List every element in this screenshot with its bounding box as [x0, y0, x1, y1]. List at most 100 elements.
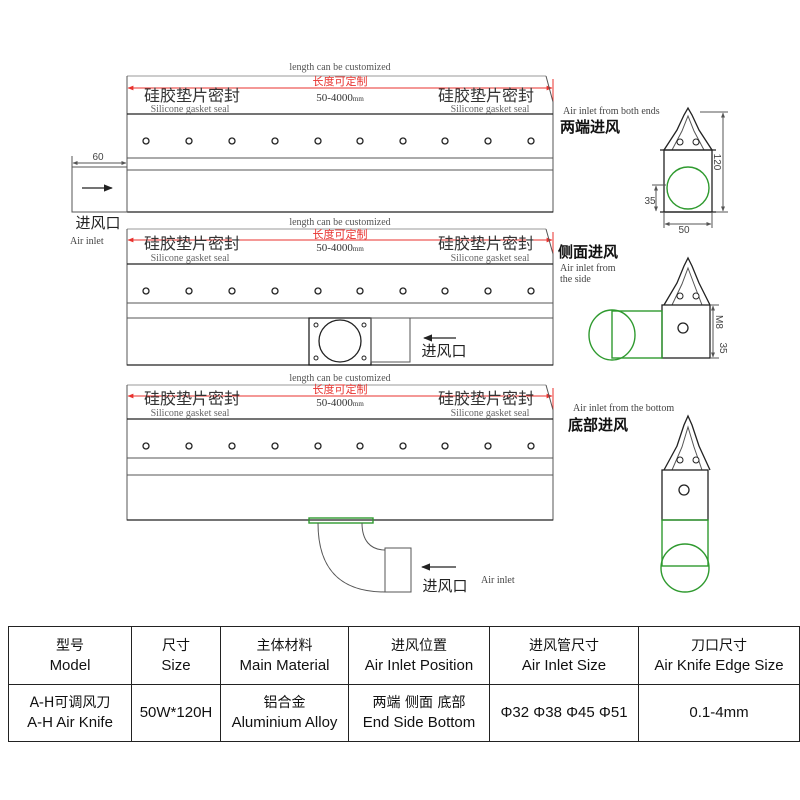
side-section-view: M8 35 [588, 256, 728, 361]
size-value: 50W*120H [139, 704, 213, 721]
length-range-unit: mm [353, 245, 364, 253]
length-note-en: length can be customized [289, 217, 390, 228]
bottom-section-view [660, 414, 711, 593]
mounting-hole [356, 287, 364, 295]
mounting-hole [314, 442, 322, 450]
flange-screw [313, 322, 319, 328]
header-edge-size-cn: 刀口尺寸 [691, 637, 747, 654]
height-dimension: 35 [717, 342, 728, 354]
knife-edge-profile [663, 106, 713, 151]
gasket-label-en-left: Silicone gasket seal [151, 408, 230, 419]
bottom-inlet-tube [661, 519, 709, 567]
inlet-label-cn: 进风口 [421, 342, 466, 360]
gasket-label-cn-left: 硅胶垫片密封 [144, 86, 240, 105]
mounting-hole [185, 287, 193, 295]
header-material-en: Main Material [239, 656, 330, 674]
length-range-value: 50-4000 [316, 92, 353, 104]
inlet-position-en: End Side Bottom [362, 714, 476, 731]
flange-screw [361, 355, 367, 361]
length-range: 50-4000mm [316, 92, 364, 104]
mounting-hole [527, 287, 535, 295]
mounting-hole [142, 137, 150, 145]
mounting-holes [142, 137, 535, 450]
mounting-hole [527, 442, 535, 450]
length-range-unit: mm [353, 400, 364, 408]
length-note-en: length can be customized [289, 62, 390, 73]
mounting-hole [271, 442, 279, 450]
view-title-cn: 底部进风 [568, 416, 628, 434]
mounting-hole [399, 287, 407, 295]
bottom-inlet-flange [308, 517, 374, 524]
mounting-hole [484, 137, 492, 145]
gasket-label-en-right: Silicone gasket seal [451, 408, 530, 419]
material-cn: 铝合金 [263, 695, 306, 711]
mounting-hole [314, 287, 322, 295]
inlet-size-value: Φ32 Φ38 Φ45 Φ51 [500, 704, 628, 721]
view-title-en: Air inlet from the bottom [573, 403, 674, 414]
mounting-hole [228, 137, 236, 145]
mounting-hole [441, 442, 449, 450]
length-range: 50-4000mm [316, 397, 364, 409]
adjust-bolt [692, 456, 700, 464]
knife-inner-profile [671, 425, 703, 471]
inlet-label-cn: 进风口 [422, 577, 467, 595]
cell-inlet-size: Φ32 Φ38 Φ45 Φ51 [489, 684, 639, 742]
header-inlet-size-en: Air Inlet Size [521, 656, 607, 674]
mounting-hole [356, 137, 364, 145]
mounting-hole [356, 442, 364, 450]
mounting-hole [228, 287, 236, 295]
flange-screw [361, 322, 367, 328]
view-title-en-line2: the side [560, 274, 591, 285]
knife-inner-profile [671, 114, 705, 151]
mounting-hole [142, 287, 150, 295]
length-note-cn: 长度可定制 [313, 227, 368, 241]
view-title-en: Air inlet from both ends [563, 106, 660, 117]
gasket-label-cn-left: 硅胶垫片密封 [144, 389, 240, 408]
end-section-view: 120 35 50 [644, 106, 728, 236]
inlet-opening-circle [318, 319, 362, 363]
gasket-label-cn-right: 硅胶垫片密封 [438, 234, 534, 253]
knife-edge-profile [663, 414, 711, 471]
view-bottom: length can be customized 长度可定制 50-4000mm… [126, 373, 711, 595]
tube-dimension: 35 [644, 196, 656, 207]
air-knife-technical-drawing: length can be customized 长度可定制 50-4000mm… [70, 62, 728, 595]
side-inlet-tube [370, 317, 411, 363]
side-inlet-flange [308, 317, 411, 366]
inlet-label-en: Air inlet [481, 575, 515, 586]
inlet-label-cn: 进风口 [75, 214, 120, 232]
mounting-hole [399, 442, 407, 450]
mounting-hole [228, 442, 236, 450]
mounting-hole [185, 137, 193, 145]
height-dimension: 120 [711, 154, 722, 171]
elbow-outer-wall [317, 522, 386, 593]
model-name-en: A-H Air Knife [27, 714, 113, 731]
adjust-bolt [676, 138, 684, 146]
view-title-cn: 两端进风 [560, 118, 620, 136]
mounting-hole [314, 137, 322, 145]
model-name-cn: A-H可调风刀 [29, 695, 111, 711]
mounting-hole [484, 442, 492, 450]
mounting-hole [185, 442, 193, 450]
mounting-hole [527, 137, 535, 145]
length-note-en: length can be customized [289, 373, 390, 384]
bottom-inlet-tube [384, 547, 412, 593]
mounting-hole [142, 442, 150, 450]
cell-model: A-H可调风刀 A-H Air Knife [8, 684, 132, 742]
cell-size: 50W*120H [131, 684, 221, 742]
length-range: 50-4000mm [316, 242, 364, 254]
section-body [663, 149, 713, 213]
header-model-en: Model [49, 656, 91, 674]
mounting-hole [399, 137, 407, 145]
knife-edge-profile [663, 256, 711, 306]
header-inlet-position-cn: 进风位置 [391, 637, 447, 654]
mounting-hole [484, 287, 492, 295]
length-range-value: 50-4000 [316, 242, 353, 254]
adjust-bolt [692, 292, 700, 300]
header-inlet-position-en: Air Inlet Position [364, 656, 474, 674]
